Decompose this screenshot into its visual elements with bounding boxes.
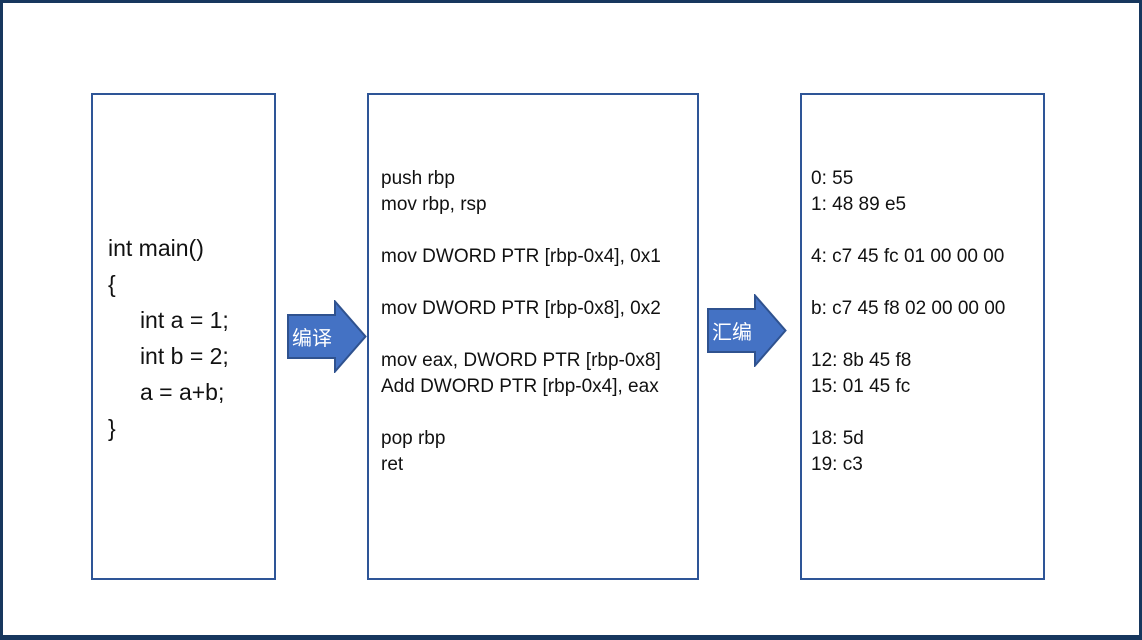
source-code-box: int main() { int a = 1; int b = 2; a = a+…	[91, 93, 276, 580]
code-line: a = a+b;	[108, 379, 225, 405]
assembly-code-box: push rbp mov rbp, rsp mov DWORD PTR [rbp-…	[367, 93, 699, 580]
code-line: 4: c7 45 fc 01 00 00 00	[811, 246, 1005, 267]
compile-arrow: 编译	[287, 300, 367, 373]
code-line: }	[108, 415, 116, 441]
code-line: mov rbp, rsp	[381, 194, 487, 215]
code-line	[811, 322, 1043, 348]
code-line: mov eax, DWORD PTR [rbp-0x8]	[381, 350, 661, 371]
code-line	[381, 400, 697, 426]
assemble-arrow: 汇编	[707, 294, 787, 367]
code-line: int main()	[108, 235, 204, 261]
source-code-text: int main() { int a = 1; int b = 2; a = a+…	[93, 95, 274, 446]
code-line	[811, 270, 1043, 296]
code-line: ret	[381, 454, 404, 475]
code-line: push rbp	[381, 168, 455, 189]
code-line: 1: 48 89 e5	[811, 194, 907, 215]
code-line: 15: 01 45 fc	[811, 376, 911, 397]
code-line: mov DWORD PTR [rbp-0x8], 0x2	[381, 298, 661, 319]
code-line	[811, 400, 1043, 426]
assembly-code-text: push rbp mov rbp, rsp mov DWORD PTR [rbp-…	[369, 95, 697, 478]
code-line: mov DWORD PTR [rbp-0x4], 0x1	[381, 246, 661, 267]
right-arrow-shape	[707, 294, 787, 367]
code-line: int a = 1;	[108, 307, 229, 333]
right-arrow-icon	[707, 294, 787, 367]
code-line	[381, 270, 697, 296]
code-line: int b = 2;	[108, 343, 229, 369]
code-line: pop rbp	[381, 428, 446, 449]
code-line: 12: 8b 45 f8	[811, 350, 912, 371]
code-line: {	[108, 271, 116, 297]
right-arrow-icon	[287, 300, 367, 373]
code-line: b: c7 45 f8 02 00 00 00	[811, 298, 1006, 319]
code-line	[381, 218, 697, 244]
machine-code-box: 0: 55 1: 48 89 e5 4: c7 45 fc 01 00 00 00…	[800, 93, 1045, 580]
code-line: 18: 5d	[811, 428, 864, 449]
right-arrow-shape	[287, 300, 367, 373]
code-line	[811, 218, 1043, 244]
machine-code-text: 0: 55 1: 48 89 e5 4: c7 45 fc 01 00 00 00…	[802, 95, 1043, 478]
code-line: 19: c3	[811, 454, 863, 475]
code-line	[381, 322, 697, 348]
code-line: 0: 55	[811, 168, 854, 189]
code-line: Add DWORD PTR [rbp-0x4], eax	[381, 376, 659, 397]
